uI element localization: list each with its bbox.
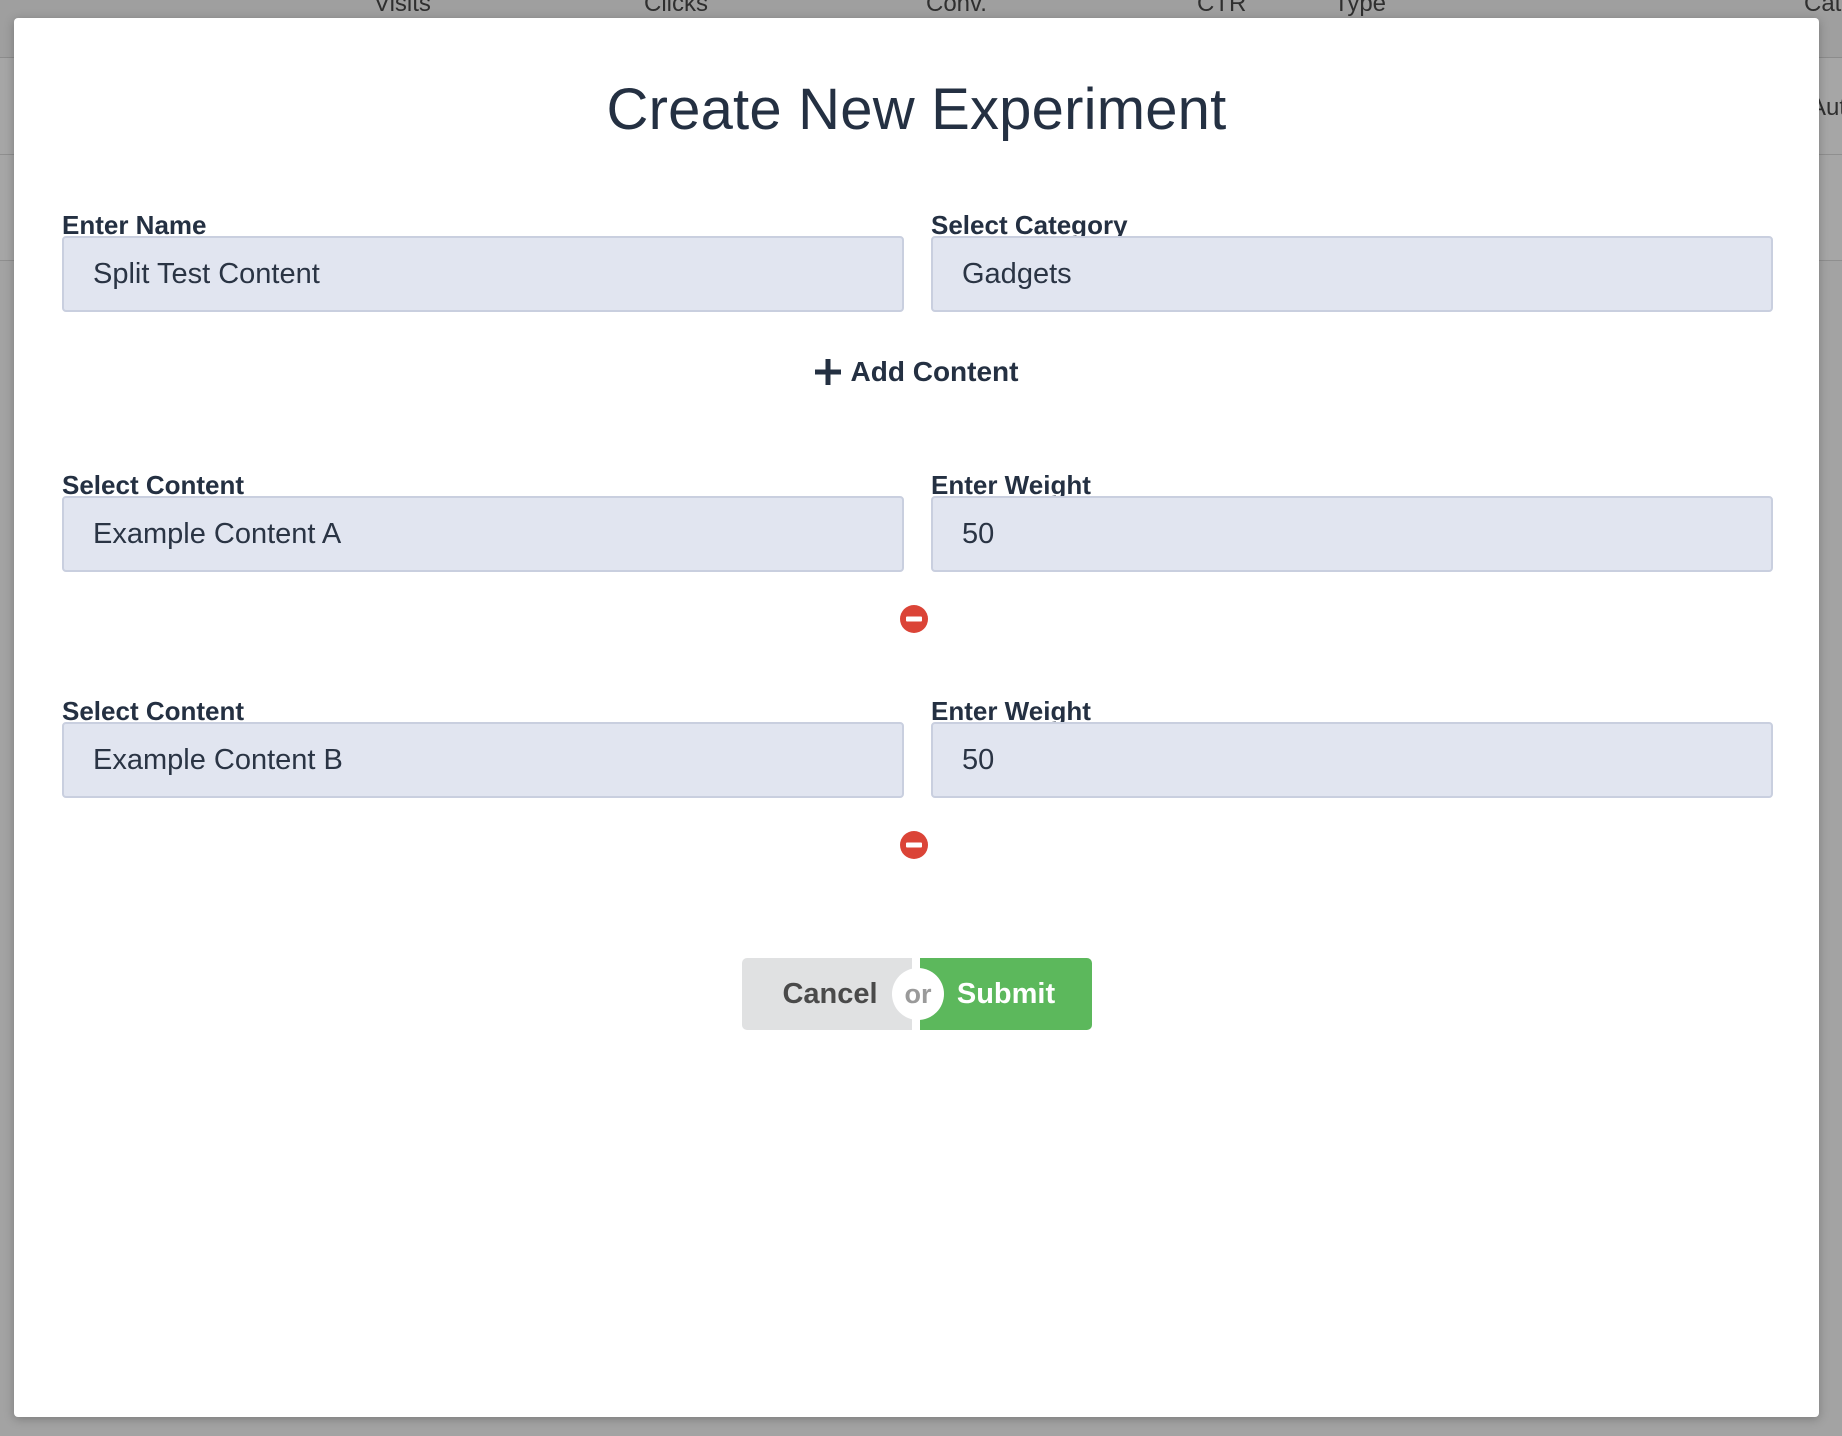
content-select-a[interactable] [62,496,904,572]
submit-button[interactable]: Submit [920,958,1092,1030]
weight-input-a[interactable] [931,496,1773,572]
category-label: Select Category [931,210,1128,240]
plus-icon [814,359,841,385]
enter-weight-label: Enter Weight [931,470,1091,500]
or-divider: or [892,968,944,1020]
modal-title: Create New Experiment [606,77,1227,142]
name-input[interactable] [62,236,904,312]
remove-content-b-icon[interactable] [900,831,928,859]
category-select[interactable] [931,236,1773,312]
column-clicks: Clicks [644,0,708,17]
column-type: Type [1334,0,1387,17]
column-visits: Visits [374,0,431,17]
remove-content-a-icon[interactable] [900,605,928,633]
enter-weight-label: Enter Weight [931,696,1091,726]
add-content-button[interactable]: Add Content [14,356,1819,388]
select-content-label: Select Content [62,470,245,500]
name-label: Enter Name [62,210,207,240]
content-select-b[interactable] [62,722,904,798]
cancel-button[interactable]: Cancel [742,958,912,1030]
weight-input-b[interactable] [931,722,1773,798]
modal-actions: Cancel or Submit [742,958,1092,1030]
create-experiment-modal: Create New Experiment Enter Name Select … [14,18,1819,1417]
column-conv: Conv. [926,0,987,17]
column-ctr: CTR [1197,0,1247,17]
column-cat: Cat [1804,0,1842,17]
select-content-label: Select Content [62,696,245,726]
add-content-label: Add Content [850,356,1019,387]
